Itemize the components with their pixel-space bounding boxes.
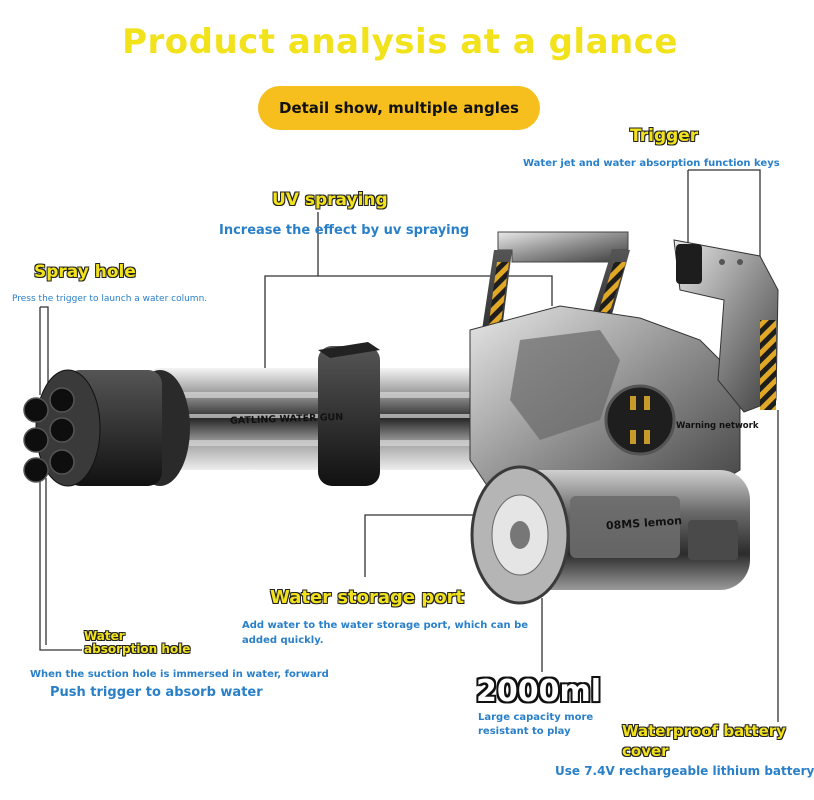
- main-body: [469, 305, 741, 511]
- spray-hole-desc: Press the trigger to launch a water colu…: [12, 294, 208, 304]
- page-title: Product analysis at a glance: [122, 22, 678, 62]
- battery-desc: Use 7.4V rechargeable lithium battery: [555, 764, 814, 778]
- subtitle-pill-label: Detail show, multiple angles: [279, 99, 519, 117]
- capacity-desc: Large capacity more resistant to play: [478, 712, 594, 737]
- trigger-title: Trigger: [630, 126, 699, 146]
- battery-title: Waterproof battery cover: [622, 722, 786, 760]
- motor-gear: [604, 384, 676, 456]
- spray-hole-title: Spray hole: [34, 262, 136, 282]
- tank-label: 08MS lemon: [606, 514, 683, 532]
- absorption-desc-2: Push trigger to absorb water: [50, 685, 263, 700]
- uv-desc: Increase the effect by uv spraying: [219, 223, 470, 238]
- absorption-desc-1: When the suction hole is immersed in wat…: [30, 669, 329, 680]
- trigger-desc: Water jet and water absorption function …: [523, 158, 780, 169]
- spray-holes: [23, 387, 75, 483]
- callout-leader-lines: [39, 169, 779, 722]
- uv-title: UV spraying: [272, 190, 388, 210]
- storage-title: Water storage port: [270, 587, 465, 608]
- uv-leader-line: [264, 212, 319, 385]
- barrel-assembly: [23, 342, 480, 487]
- storage-desc: Add water to the water storage port, whi…: [242, 620, 529, 646]
- water-tank: [470, 465, 750, 605]
- uv-leader-line-2: [318, 275, 553, 306]
- rear-grip: [673, 239, 779, 413]
- storage-leader-line: [364, 514, 478, 577]
- capacity-value: 2000ml: [476, 674, 602, 709]
- warning-label-text: Warning network: [676, 421, 759, 431]
- subtitle-pill: Detail show, multiple angles: [258, 86, 540, 130]
- barrel-label: GATLING WATER GUN: [230, 412, 344, 427]
- absorption-leader-line: [39, 478, 82, 651]
- tank-panel: [570, 496, 680, 558]
- trigger-button: [676, 244, 702, 284]
- warning-label: Warning network: [676, 421, 759, 431]
- trigger-leader-line-2: [688, 169, 761, 258]
- spray-hole-leader-line-2: [40, 306, 49, 395]
- absorption-title: Water absorption hole: [84, 629, 191, 656]
